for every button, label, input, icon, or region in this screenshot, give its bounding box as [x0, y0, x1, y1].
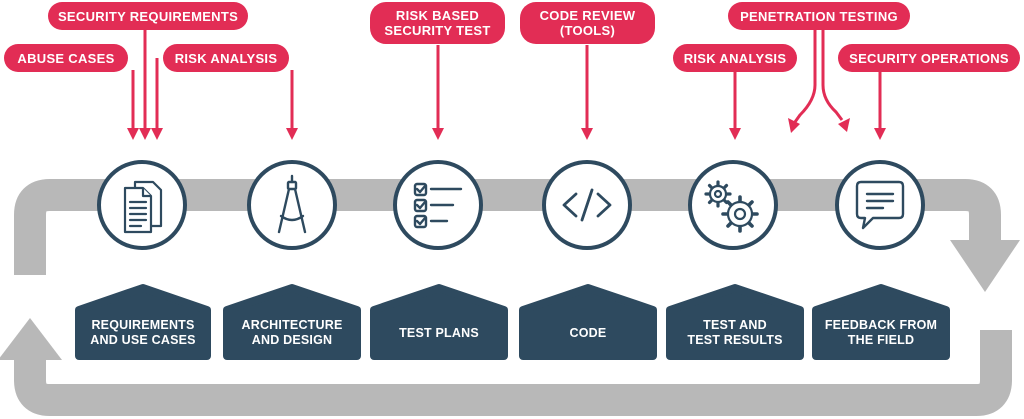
stage-icon-feedback: [835, 160, 925, 250]
connector-arrows: [131, 28, 882, 130]
stage-tag-shape: [75, 284, 211, 360]
stage-tag-shape: [812, 284, 950, 360]
stage-icon-architecture: [247, 160, 337, 250]
code-brackets-icon: [562, 188, 612, 222]
callout-risk-analysis: RISK ANALYSIS: [163, 44, 289, 72]
stage-tag-shape: [370, 284, 508, 360]
stage-icon-requirements: [97, 160, 187, 250]
stage-tag-shape: [519, 284, 657, 360]
callout-code-review-tools: CODE REVIEW(TOOLS): [520, 2, 655, 44]
callout-security-requirements: SECURITY REQUIREMENTS: [48, 2, 248, 30]
checklist-icon: [413, 182, 463, 229]
lower-loop-arrowhead: [0, 318, 62, 360]
compass-icon: [277, 174, 307, 234]
stage-tag-shape: [666, 284, 804, 360]
stage-label-code: CODE: [569, 325, 607, 340]
connector-arrowheads: [127, 118, 886, 140]
callout-risk-analysis-2: RISK ANALYSIS: [673, 44, 797, 72]
stage-icon-code: [542, 160, 632, 250]
documents-icon: [123, 180, 163, 234]
callout-security-operations: SECURITY OPERATIONS: [838, 44, 1020, 72]
chat-bubble-icon: [855, 180, 905, 230]
stage-icon-test-results: [688, 160, 778, 250]
upper-loop-band: [14, 179, 1001, 275]
callout-abuse-cases: ABUSE CASES: [4, 44, 128, 72]
lower-loop-band: [14, 330, 1012, 416]
upper-loop-arrowhead: [950, 240, 1020, 292]
stage-icon-test-plans: [393, 160, 483, 250]
stage-tag-shape: [223, 284, 361, 360]
gears-icon: [704, 180, 759, 233]
stage-label-test-plans: TEST PLANS: [399, 325, 479, 340]
callout-penetration-testing: PENETRATION TESTING: [728, 2, 910, 30]
